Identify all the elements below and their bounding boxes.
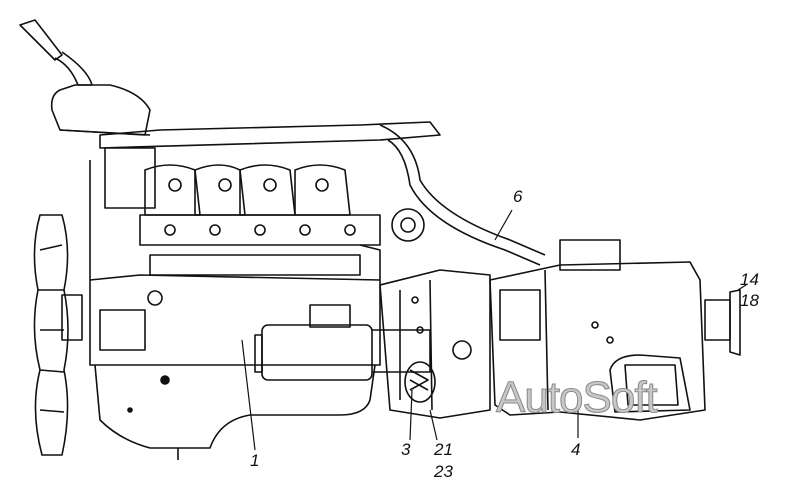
- leader-lines: [241, 209, 747, 451]
- engine-block: [89, 160, 381, 460]
- callout-1: 1: [250, 451, 260, 470]
- callout-23: 23: [434, 462, 453, 481]
- callout-4: 4: [571, 440, 581, 459]
- gearbox: [489, 239, 706, 421]
- callout-3: 3: [401, 440, 411, 459]
- output-flange: [704, 289, 741, 356]
- callout-14: 14: [740, 270, 759, 289]
- clutch-housing: [379, 269, 491, 419]
- fan: [33, 214, 83, 456]
- callout-21: 21: [434, 440, 453, 459]
- shift-pipe: [379, 124, 546, 266]
- starter-motor: [254, 304, 431, 381]
- shift-lever: [19, 19, 151, 136]
- callout-18: 18: [740, 291, 759, 310]
- watermark: AutoSoft: [496, 373, 659, 422]
- engine-head: [99, 121, 441, 276]
- callout-6: 6: [513, 187, 523, 206]
